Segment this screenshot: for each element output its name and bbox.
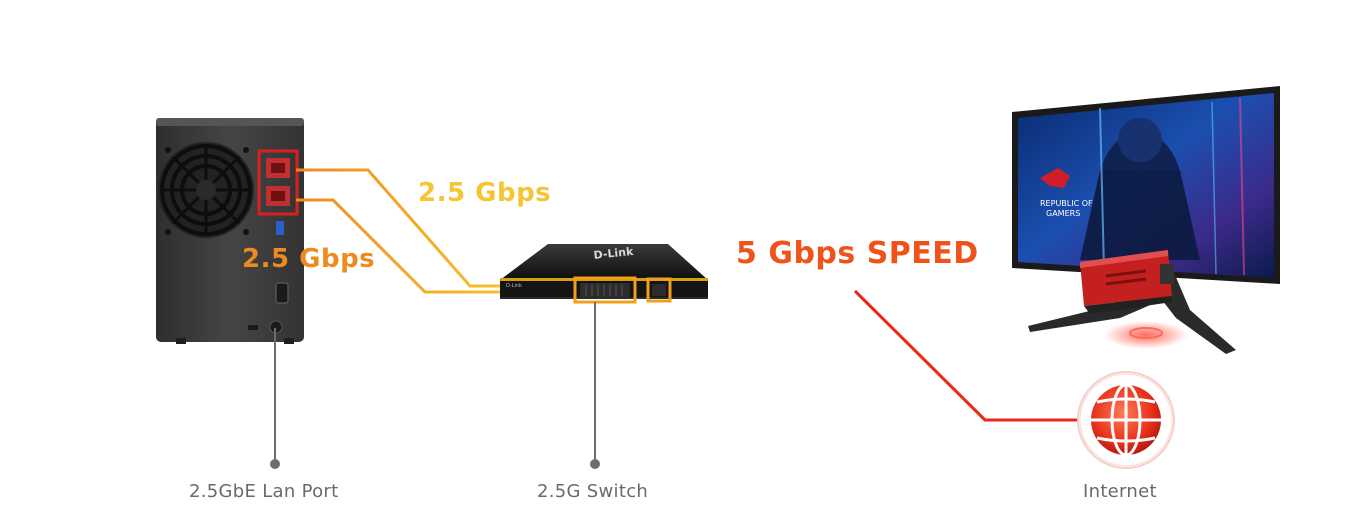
cable-to-internet [853,289,1080,422]
caption-lan-port: 2.5GbE Lan Port [189,481,339,502]
nas-usb-port [276,221,284,235]
switch-top [500,244,708,280]
speed-label-nas-top: 2.5 Gbps [418,178,552,208]
switch-port-block [573,276,637,304]
nas-lan-ports [257,149,299,216]
monitor-device: REPUBLIC OF GAMERS [1012,86,1280,354]
stand-glow [1104,321,1188,349]
monitor-brand-line2: GAMERS [1046,209,1080,218]
pointer-lan-port [270,328,280,469]
switch-brand-front: D-Link [506,283,522,289]
pointer-switch [590,302,600,469]
caption-internet: Internet [1083,481,1157,502]
nas-device [156,118,304,344]
switch-uplink-port [646,277,672,303]
switch-brand: D-Link [593,245,635,262]
caption-switch: 2.5G Switch [537,481,649,502]
speed-label-nas-bottom: 2.5 Gbps [242,244,376,274]
network-card [1080,250,1174,314]
monitor-art [1080,97,1245,276]
monitor-stand [1028,268,1236,354]
rog-logo-icon: REPUBLIC OF GAMERS [1040,168,1093,218]
speed-label-main: 5 Gbps SPEED [736,236,979,271]
switch-device: D-Link D-Link [500,244,708,304]
cable-nas-top [296,168,500,288]
cable-nas-bottom [296,198,500,294]
internet-globe-icon [1077,371,1175,469]
nas-hdmi-port [275,282,289,304]
nas-fan-icon [158,142,254,238]
monitor-brand-line1: REPUBLIC OF [1040,199,1093,208]
